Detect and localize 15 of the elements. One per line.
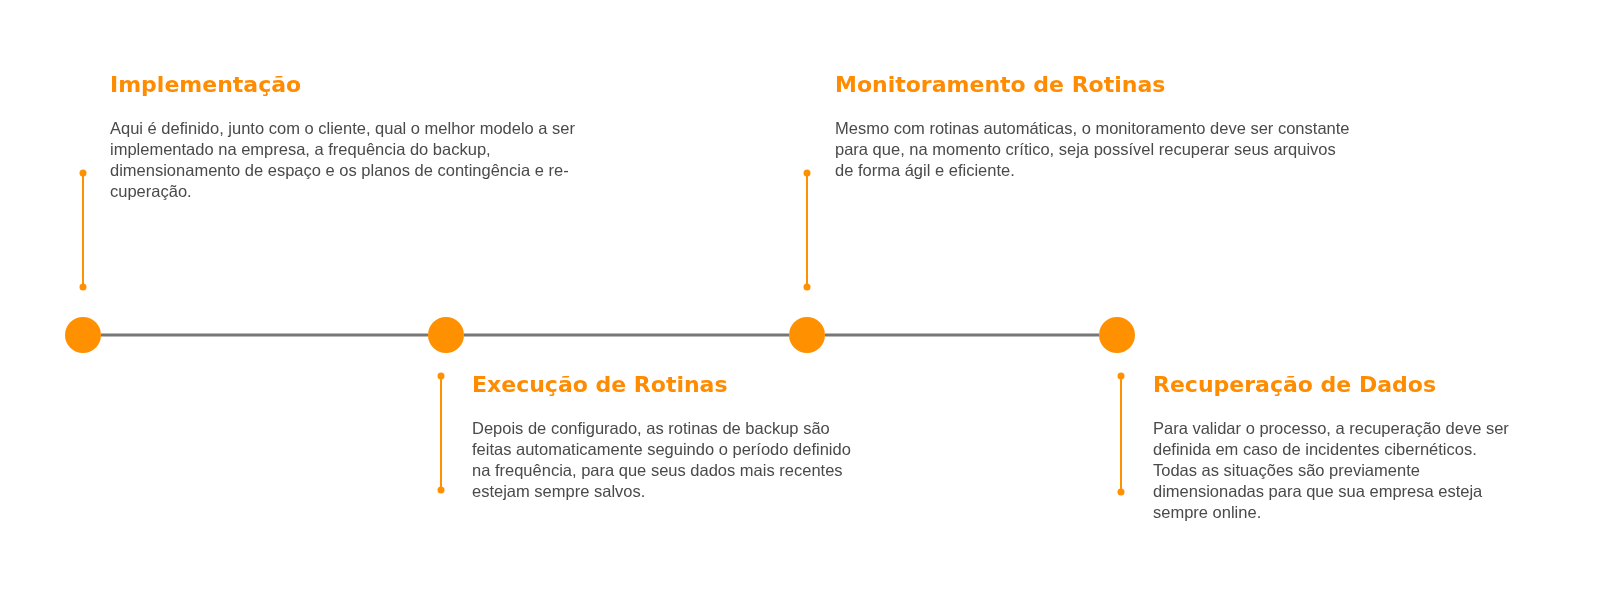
step-heading: Implementação [110, 72, 302, 97]
step-description: Para validar o processo, a recuperação deve ser definida em caso de incidentes cibernéticos. Todas as situações são previamente dimensionadas para que sua empresa esteja sempre online. [1153, 418, 1510, 523]
timeline-dot [1099, 317, 1135, 353]
timeline-dot [428, 317, 464, 353]
step-description: Aqui é definido, junto com o cliente, qual o melhor modelo a ser implementado na empresa, a frequência do backup, dimensionamento de espaço e os planos de contingência e re-cuperação. [110, 118, 577, 202]
timeline-line [464, 333, 789, 337]
timeline-line [825, 333, 1099, 337]
step-heading: Recuperação de Dados [1153, 372, 1436, 397]
timeline-dot [65, 317, 101, 353]
step-description: Depois de configurado, as rotinas de backup são feitas automaticamente seguindo o período definido na frequência, para que seus dados mais recentes estejam sempre salvos. [472, 418, 852, 502]
step-heading: Execução de Rotinas [472, 372, 728, 397]
timeline-dot [789, 317, 825, 353]
step-description: Mesmo com rotinas automáticas, o monitoramento deve ser constante para que, na momento crítico, seja possível recuperar seus arquivos de forma ágil e eficiente. [835, 118, 1351, 181]
step-heading: Monitoramento de Rotinas [835, 72, 1166, 97]
timeline-line [101, 333, 428, 337]
